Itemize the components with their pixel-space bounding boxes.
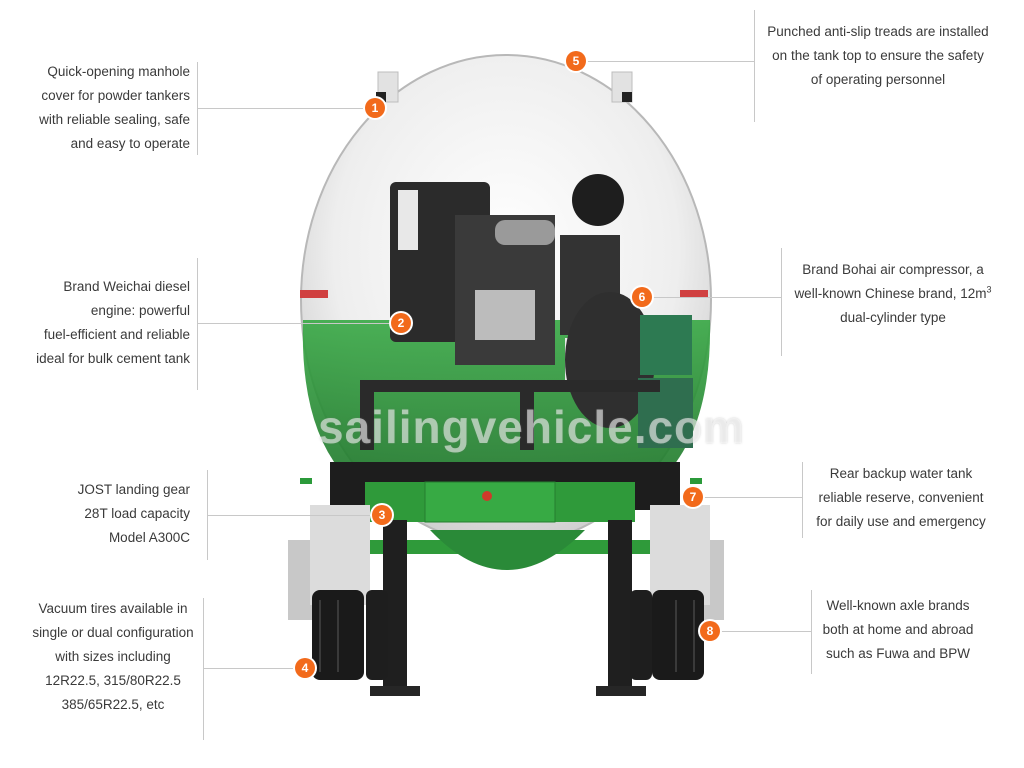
callout-4-leader: [203, 668, 295, 669]
callout-6-badge: 6: [632, 287, 652, 307]
unit-superscript: 3: [986, 284, 992, 295]
callout-6-text: Brand Bohai air compressor, a well-known…: [794, 262, 992, 325]
callout-5-text: Punched anti-slip treads are installed o…: [767, 24, 989, 87]
callout-5-divider: [754, 10, 755, 122]
callout-6-divider: [781, 248, 782, 356]
callout-4-text: Vacuum tires available in single or dual…: [32, 601, 194, 712]
callout-2-leader: [197, 323, 391, 324]
callout-8-divider: [811, 590, 812, 674]
diesel-engine: [390, 174, 624, 388]
callout-7-divider: [802, 462, 803, 538]
callout-3-leader: [207, 515, 372, 516]
callout-6-leader: [652, 297, 781, 298]
watermark: sailingvehicle.com: [318, 401, 746, 453]
callout-5-badge: 5: [566, 51, 586, 71]
callout-3-badge: 3: [372, 505, 392, 525]
tires: [312, 590, 704, 680]
engine-frame: [360, 380, 660, 450]
callout-7-badge: 7: [683, 487, 703, 507]
callout-5-leader: [586, 61, 754, 62]
air-compressor: [565, 292, 693, 448]
callout-8-leader: [720, 631, 811, 632]
callout-1-badge: 1: [365, 98, 385, 118]
callout-1-leader: [197, 108, 369, 109]
callout-1-text: Quick-opening manhole cover for powder t…: [39, 64, 190, 151]
callout-7-text: Rear backup water tank reliable reserve,…: [816, 466, 986, 529]
rear-water-tank: [300, 462, 702, 523]
callout-7-leader: [702, 497, 802, 498]
callout-2-badge: 2: [391, 313, 411, 333]
callout-2-text: Brand Weichai diesel engine: powerful fu…: [36, 279, 190, 366]
callout-4-badge: 4: [295, 658, 315, 678]
callout-8-text: Well-known axle brands both at home and …: [822, 598, 974, 661]
callout-8-badge: 8: [700, 621, 720, 641]
callout-2-divider: [197, 258, 198, 390]
callout-3-text: JOST landing gear 28T load capacity Mode…: [77, 482, 190, 545]
callout-4-divider: [203, 598, 204, 740]
